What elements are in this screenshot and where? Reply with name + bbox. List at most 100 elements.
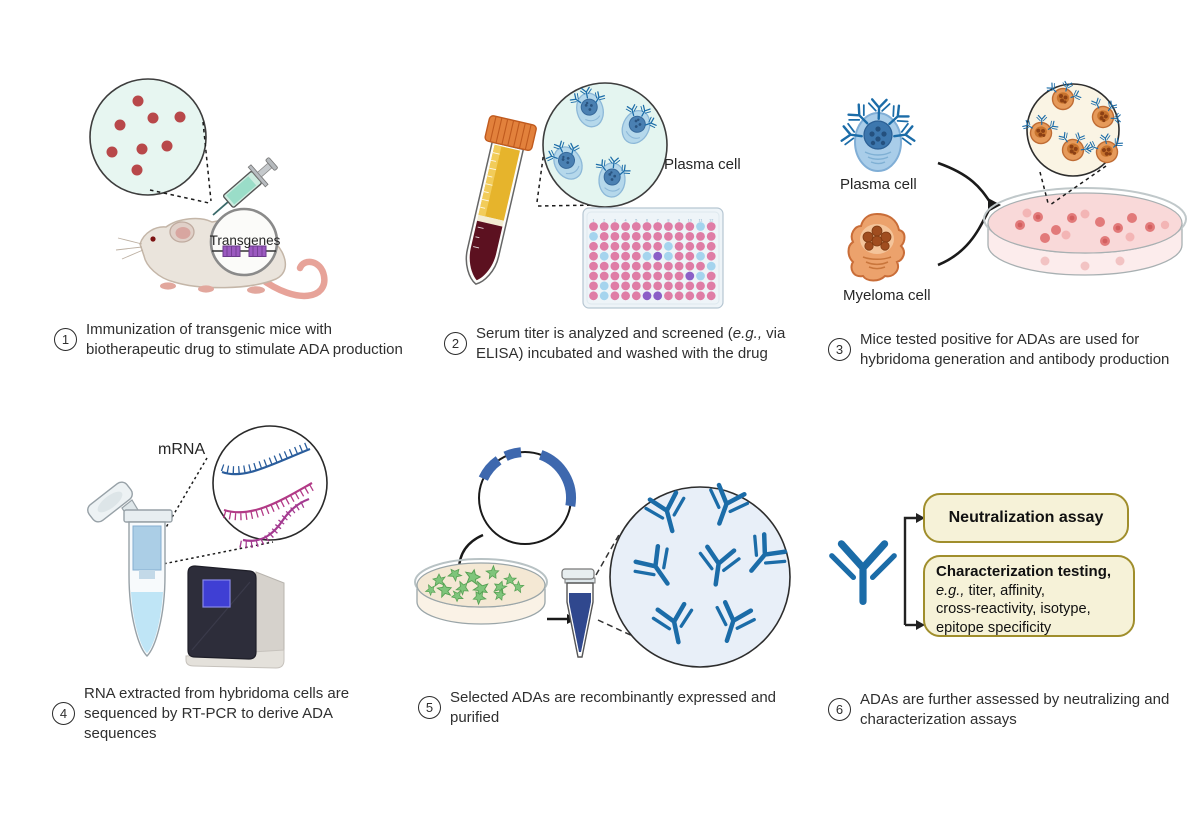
step3-illustration — [840, 75, 1187, 282]
mouse-eye — [150, 236, 156, 242]
characterization-line3: epitope specificity — [936, 619, 1052, 636]
well — [664, 291, 673, 301]
step2-caption-text: Serum titer is analyzed and screened (e.… — [476, 325, 786, 362]
well — [696, 291, 705, 301]
well — [599, 251, 609, 261]
well — [674, 271, 684, 281]
well — [653, 261, 663, 271]
nucleus-dots — [869, 126, 887, 146]
well — [642, 232, 652, 241]
well — [642, 291, 652, 301]
well — [589, 222, 598, 231]
transfected-cells — [424, 564, 525, 606]
neutralization-assay-label: Neutralization assay — [948, 509, 1104, 526]
well-col-label: 12 — [709, 219, 713, 223]
well — [631, 261, 641, 271]
tube-graduations — [473, 152, 500, 249]
characterization-line1: titer, affinity, — [964, 582, 1045, 599]
well-col-label: 1 — [592, 219, 594, 223]
well-col-label: 10 — [688, 219, 692, 223]
well — [610, 281, 620, 291]
plasma-cell — [840, 98, 916, 172]
sequencer-machine — [185, 565, 285, 669]
well — [621, 251, 630, 261]
well — [631, 241, 641, 251]
well — [696, 241, 705, 251]
mrna-strand-magenta-2 — [239, 497, 310, 549]
transgene-hatch — [226, 246, 263, 257]
cap-ridges — [489, 116, 532, 150]
mrna-circle — [212, 425, 328, 549]
well — [685, 222, 695, 231]
step4-caption-text: RNA extracted from hybridoma cells are s… — [84, 685, 350, 742]
well — [631, 281, 641, 291]
step5-caption: 5 Selected ADAs are recombinantly expres… — [418, 688, 786, 728]
well — [696, 251, 705, 261]
step6-caption: 6 ADAs are further assessed by neutraliz… — [828, 690, 1180, 730]
well — [621, 241, 630, 251]
step3-caption-text: Mice tested positive for ADAs are used f… — [860, 331, 1170, 368]
well-col-label: 5 — [635, 219, 637, 223]
well — [610, 241, 620, 251]
well — [696, 281, 705, 291]
serum-tube — [465, 115, 537, 285]
well-col-label: 9 — [678, 219, 680, 223]
step3-number: 3 — [828, 338, 851, 362]
step3-caption: 3 Mice tested positive for ADAs are used… — [828, 330, 1178, 370]
plasma-cell-label-step2: Plasma cell — [664, 156, 741, 173]
transgenes-circle — [209, 207, 279, 277]
well — [706, 241, 716, 251]
characterization-title: Characterization testing, — [936, 563, 1112, 580]
well — [642, 251, 652, 261]
well — [696, 261, 705, 271]
well — [706, 291, 716, 301]
well — [706, 271, 716, 281]
step2-number: 2 — [444, 332, 467, 356]
well — [653, 271, 663, 281]
step5-illustration — [414, 447, 790, 668]
well-col-label: 6 — [646, 219, 648, 223]
step5-caption-text: Selected ADAs are recombinantly expresse… — [450, 689, 777, 726]
well — [589, 251, 598, 261]
well — [664, 241, 673, 251]
step4-illustration — [87, 425, 328, 669]
mrna-strand-magenta-1 — [222, 482, 314, 521]
well — [653, 222, 663, 231]
mrna-strand-blue — [220, 441, 312, 476]
drug-dots — [106, 95, 186, 176]
well — [664, 232, 673, 241]
well — [642, 222, 652, 231]
er-lines — [864, 151, 892, 165]
well — [610, 232, 620, 241]
well — [674, 251, 684, 261]
well — [664, 251, 673, 261]
neutralization-assay-box: Neutralization assay — [923, 493, 1129, 543]
antibody-circle — [609, 483, 790, 668]
well — [664, 271, 673, 281]
well — [674, 241, 684, 251]
well — [685, 232, 695, 241]
well — [674, 261, 684, 271]
well-col-label: 11 — [699, 219, 703, 223]
well — [706, 261, 716, 271]
well — [621, 261, 630, 271]
well — [653, 291, 663, 301]
characterization-eg: e.g., — [936, 582, 965, 599]
well — [610, 261, 620, 271]
well — [621, 222, 630, 231]
well — [599, 232, 609, 241]
well — [599, 271, 609, 281]
well — [664, 222, 673, 231]
well — [706, 222, 716, 231]
myeloma-nucleus — [862, 225, 892, 251]
well — [685, 291, 695, 301]
well — [674, 222, 684, 231]
well — [642, 261, 652, 271]
well — [674, 232, 684, 241]
well — [621, 271, 630, 281]
well — [610, 222, 620, 231]
well — [696, 222, 705, 231]
step1-number: 1 — [54, 328, 77, 352]
